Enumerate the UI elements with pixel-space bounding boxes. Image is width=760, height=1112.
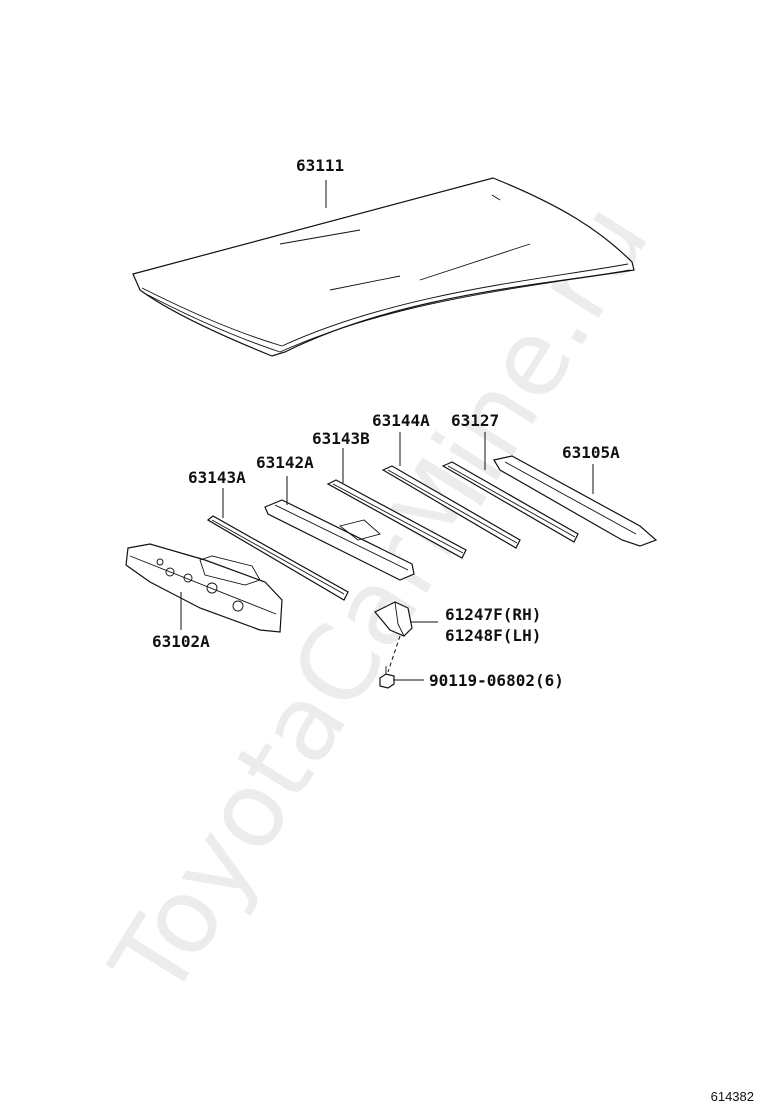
label-bracket-lh: 61248F(LH): [445, 626, 542, 645]
label-roof-bow-127: 63127: [451, 411, 500, 430]
label-roof-bow-144a: 63144A: [372, 411, 430, 430]
label-roof-panel: 63111: [296, 156, 345, 175]
roof-bow-142a-drawing: [264, 499, 415, 581]
roof-bow-144a-drawing: [381, 465, 521, 549]
roof-panel-drawing: [132, 177, 635, 357]
label-roof-bow-143b: 63143B: [312, 429, 370, 448]
roof-bow-143b-drawing: [326, 479, 467, 559]
roof-bow-143a-drawing: [206, 515, 349, 601]
front-header-drawing: [125, 543, 283, 633]
label-roof-bow-143a: 63143A: [188, 468, 246, 487]
roof-rail-105a-drawing: [493, 455, 658, 547]
roof-bow-127-drawing: [441, 461, 579, 543]
fastening-dash: [387, 635, 401, 673]
label-bracket-rh: 61247F(RH): [445, 605, 542, 624]
label-roof-rail-105a: 63105A: [562, 443, 620, 462]
diagram-id: 614382: [710, 1089, 754, 1104]
bracket-drawing: [374, 601, 413, 637]
bolt-drawing: [379, 666, 395, 689]
label-front-header: 63102A: [152, 632, 210, 651]
label-roof-bow-142a: 63142A: [256, 453, 314, 472]
label-bolt: 90119-06802(6): [429, 671, 564, 690]
